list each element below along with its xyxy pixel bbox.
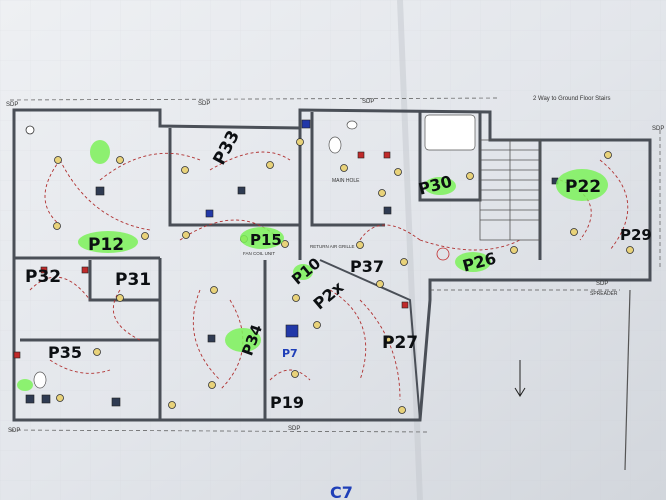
sdp-label: SDP bbox=[652, 126, 664, 132]
return-grille-label: RETURN AIR GRILLE bbox=[310, 244, 355, 249]
circuit-wiring bbox=[29, 151, 629, 401]
sdp-label: SDP bbox=[198, 101, 210, 107]
circuit-label: P7 bbox=[282, 347, 298, 360]
sdp-label: SDP bbox=[362, 99, 374, 105]
circuit-label: P32 bbox=[25, 267, 61, 287]
dimension-lines bbox=[9, 97, 661, 433]
circuit-label: P31 bbox=[115, 270, 151, 290]
spreader-label: SPREADER bbox=[590, 291, 618, 297]
printed-labels: 2 Way to Ground Floor Stairs SDP SDP SDP… bbox=[6, 96, 664, 434]
circuit-label: P19 bbox=[270, 393, 304, 412]
circuit-label: P29 bbox=[620, 226, 652, 244]
outlets bbox=[13, 119, 559, 407]
circuit-label: P12 bbox=[88, 235, 124, 255]
sdp-label: SDP bbox=[6, 102, 18, 108]
bathroom-fixtures bbox=[33, 114, 476, 389]
sdp-label: SDP bbox=[288, 426, 300, 432]
sdp-label: SDP bbox=[8, 428, 20, 434]
bottom-scrawl: C7 bbox=[330, 483, 353, 500]
detail-marker bbox=[436, 247, 450, 261]
arrow-down-icon bbox=[514, 360, 526, 397]
paper-fold bbox=[397, 0, 423, 500]
light-fixtures bbox=[25, 125, 634, 414]
fan-coil-label: FAN COIL UNIT bbox=[243, 251, 275, 256]
circuit-label: P22 bbox=[565, 177, 601, 197]
circuit-label: P37 bbox=[350, 257, 384, 276]
staircase bbox=[479, 139, 541, 241]
circuit-label: P15 bbox=[250, 231, 282, 249]
circuit-label: P35 bbox=[48, 343, 82, 362]
highlighter-marks bbox=[17, 140, 608, 391]
circuit-label: P27 bbox=[382, 333, 418, 353]
main-hole-label: MAIN HOLE bbox=[332, 178, 360, 184]
sdp-label: SDP bbox=[596, 281, 608, 287]
stairs-note: 2 Way to Ground Floor Stairs bbox=[533, 96, 610, 102]
